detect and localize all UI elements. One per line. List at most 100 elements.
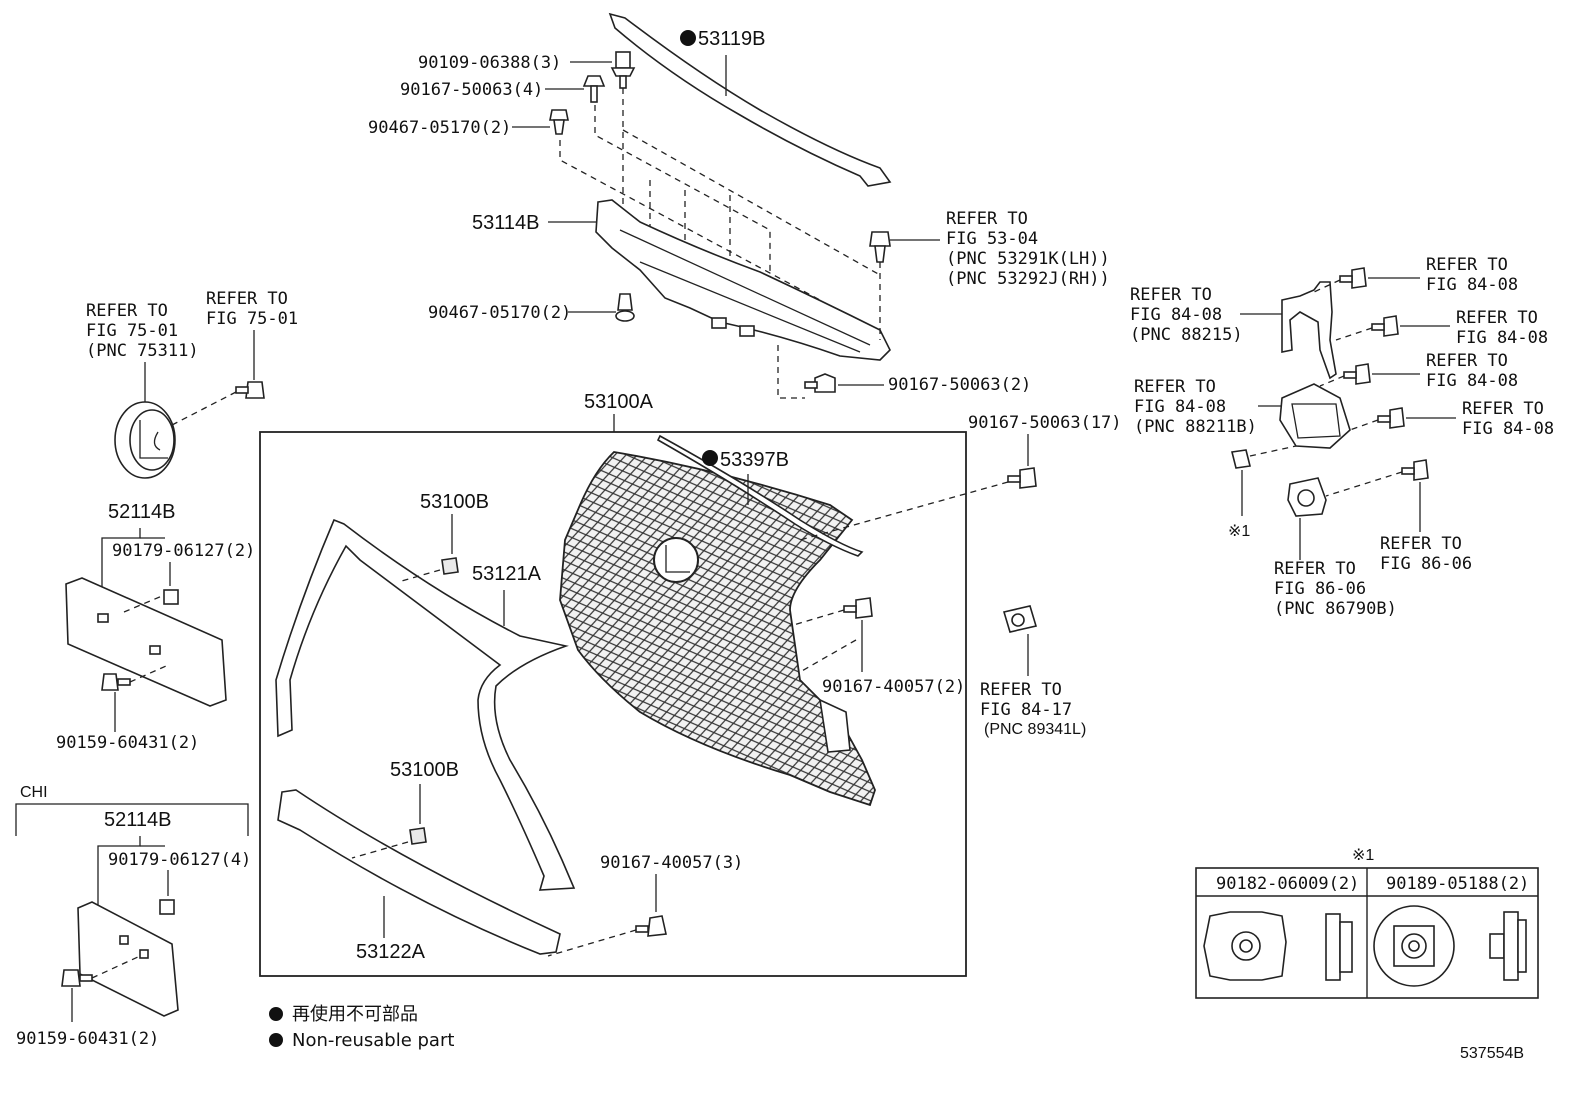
label-90179-06127-4: 90179-06127(4) [108, 850, 251, 870]
ref-75-01-a-line2: FIG 75-01 [86, 321, 178, 341]
ref-84-08-d-line1: REFER TO [1462, 399, 1544, 419]
ref-53-04-line3: (PNC 53291K(LH)) [946, 249, 1110, 269]
screw-90159-a [101, 673, 131, 691]
label-53100b-a: 53100B [420, 491, 489, 513]
bracket-53114b [595, 199, 891, 361]
bolt-90167-40057-3 [635, 915, 667, 937]
screw-90159-b [61, 969, 93, 987]
screw-86-06 [1401, 459, 1429, 481]
label-90109-06388: 90109-06388(3) [418, 53, 561, 73]
ref-88215-line1: REFER TO [1130, 285, 1212, 305]
clip-53100b-b [409, 827, 427, 845]
ref-84-08-b-line2: FIG 84-08 [1456, 328, 1548, 348]
ref-84-08-b-line1: REFER TO [1456, 308, 1538, 328]
bolt-90167-40057-2 [843, 597, 873, 619]
bolt-90167-17 [1007, 467, 1037, 489]
screw-emblem [235, 381, 265, 399]
clip-90467-top [549, 109, 569, 135]
ref-75-01-b-line2: FIG 75-01 [206, 309, 298, 329]
label-53100b-b: 53100B [390, 759, 459, 781]
label-90467-05170-mid: 90467-05170(2) [428, 303, 571, 323]
non-reusable-dot-2 [702, 450, 718, 466]
clip-90467-mid [615, 293, 635, 322]
ref-84-08-c-line2: FIG 84-08 [1426, 371, 1518, 391]
label-53121a: 53121A [472, 563, 542, 585]
bolt-90167-4 [582, 75, 606, 103]
label-53122a: 53122A [356, 941, 426, 963]
radar-sensor-88211b [1279, 383, 1351, 449]
ref-53-04-line2: FIG 53-04 [946, 229, 1038, 249]
bolt-90109 [610, 51, 636, 89]
legend-en: Non-reusable part [292, 1030, 454, 1051]
nut-note-1 [1231, 449, 1251, 469]
clip-53100b-a [441, 557, 459, 575]
ref-88211b-line2: FIG 84-08 [1134, 397, 1226, 417]
molding-53122a [277, 789, 561, 955]
upper-molding-53119b [608, 12, 892, 187]
ref-53-04-line1: REFER TO [946, 209, 1028, 229]
ref-88211b-line3: (PNC 88211B) [1134, 417, 1257, 437]
screw-84-08-d [1377, 407, 1405, 429]
label-90167-40057-2: 90167-40057(2) [822, 677, 965, 697]
license-plate-bracket-b [77, 899, 179, 1017]
label-53100a: 53100A [584, 391, 654, 413]
ref-86790b-line1: REFER TO [1274, 559, 1356, 579]
label-52114b-a: 52114B [108, 501, 175, 523]
ref-84-17-line3: (PNC 89341L) [984, 721, 1086, 738]
label-53119b: 53119B [698, 28, 765, 50]
label-53397b: 53397B [720, 449, 789, 471]
ref-75-01-a-line1: REFER TO [86, 301, 168, 321]
emblem-75311 [114, 401, 176, 479]
label-90167-50063-2: 90167-50063(2) [888, 375, 1031, 395]
ref-84-17-line1: REFER TO [980, 680, 1062, 700]
ref-86790b-line2: FIG 86-06 [1274, 579, 1366, 599]
molding-53121a [275, 518, 576, 891]
label-note-1: ※1 [1228, 523, 1250, 540]
diagram-id: 537554B [1460, 1045, 1524, 1062]
grille-53100a [559, 451, 876, 807]
label-chi: CHI [20, 784, 48, 801]
clip-53291k [869, 231, 891, 263]
label-90167-40057-3: 90167-40057(3) [600, 853, 743, 873]
ref-84-08-a-line1: REFER TO [1426, 255, 1508, 275]
label-90467-05170-top: 90467-05170(2) [368, 118, 511, 138]
label-52114b-b: 52114B [104, 809, 171, 831]
ref-75-01-b-line1: REFER TO [206, 289, 288, 309]
legend-dot-1 [269, 1007, 283, 1021]
ref-86-06-a-line2: FIG 86-06 [1380, 554, 1472, 574]
nut-90189 [1373, 905, 1527, 987]
ref-84-08-c-line1: REFER TO [1426, 351, 1508, 371]
label-90179-06127-2: 90179-06127(2) [112, 541, 255, 561]
label-53114b: 53114B [472, 212, 539, 234]
ref-53-04-line4: (PNC 53292J(RH)) [946, 269, 1110, 289]
sensor-89341l [1002, 605, 1038, 633]
camera-86790b [1287, 477, 1327, 517]
ref-86-06-a-line1: REFER TO [1380, 534, 1462, 554]
label-90167-50063-17: 90167-50063(17) [968, 413, 1122, 433]
ref-88215-line3: (PNC 88215) [1130, 325, 1243, 345]
table-col2-header: 90189-05188(2) [1386, 874, 1529, 894]
label-90159-60431-a: 90159-60431(2) [56, 733, 199, 753]
ref-88211b-line1: REFER TO [1134, 377, 1216, 397]
screw-84-08-c [1343, 363, 1371, 385]
legend-dot-2 [269, 1033, 283, 1047]
ref-84-17-line2: FIG 84-17 [980, 700, 1072, 720]
bracket-88215 [1281, 281, 1337, 380]
assembly-box-53100a [259, 431, 967, 977]
legend-jp: 再使用不可部品 [292, 1004, 418, 1025]
table-col1-header: 90182-06009(2) [1216, 874, 1359, 894]
ref-84-08-a-line2: FIG 84-08 [1426, 275, 1518, 295]
ref-88215-line2: FIG 84-08 [1130, 305, 1222, 325]
non-reusable-dot [680, 30, 696, 46]
bolt-90167-2a [804, 373, 836, 393]
ref-75-01-a-line3: (PNC 75311) [86, 341, 199, 361]
nut-90182 [1203, 911, 1353, 981]
screw-84-08-b [1371, 315, 1399, 337]
screw-84-08-a [1339, 267, 1367, 289]
label-90167-50063-4: 90167-50063(4) [400, 80, 543, 100]
ref-86790b-line3: (PNC 86790B) [1274, 599, 1397, 619]
license-plate-bracket-a [65, 577, 227, 707]
table-note-mark: ※1 [1352, 847, 1374, 864]
ref-84-08-d-line2: FIG 84-08 [1462, 419, 1554, 439]
